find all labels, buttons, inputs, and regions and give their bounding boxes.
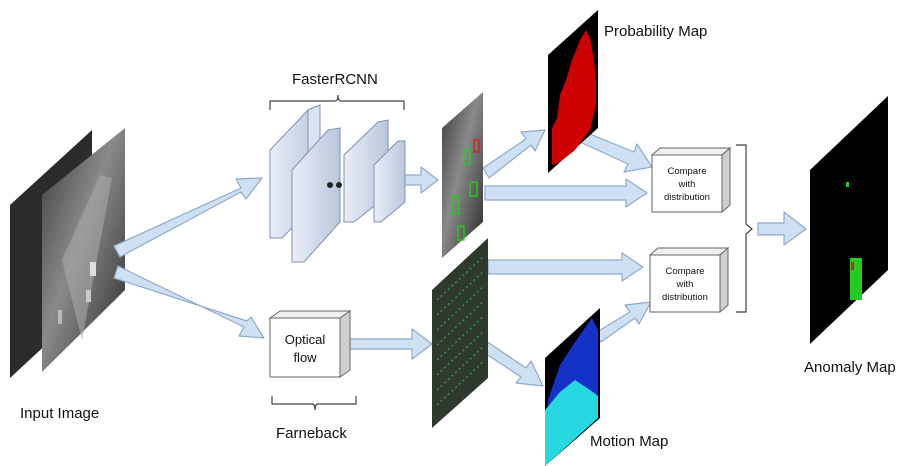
probability-red-region	[552, 30, 596, 165]
compare-box-top	[650, 146, 732, 214]
input-image-stack	[10, 128, 125, 378]
arrow-input-to-fasterrcnn	[113, 177, 263, 258]
cnn-layer-4	[373, 140, 406, 223]
input-frame-person	[90, 262, 96, 276]
compare-top-line1: Compare	[667, 166, 706, 177]
detection-frame	[442, 92, 483, 258]
anomaly-red-marker	[851, 262, 854, 270]
arrow-compare-to-anomaly	[757, 211, 807, 246]
arrow-input-to-opticalflow	[113, 265, 265, 339]
input-frame-person	[58, 310, 62, 324]
anomaly-map-label: Anomaly Map	[804, 359, 896, 376]
arrow-flowframe-to-compare-bottom	[487, 252, 644, 282]
fasterrcnn-brace	[269, 94, 405, 110]
probability-map	[548, 10, 598, 173]
arrows	[113, 129, 807, 387]
motion-map	[545, 308, 600, 466]
cnn-layer-2	[291, 127, 341, 263]
compare-box-bottom	[648, 246, 730, 314]
arrow-probability-to-compare-top	[579, 131, 653, 173]
compare-top-line3: distribution	[664, 192, 710, 203]
input-frame-path	[62, 175, 112, 340]
cnn-dot	[336, 182, 342, 188]
optical-flow-box	[268, 310, 352, 378]
cnn-dot	[327, 182, 333, 188]
arrow-opticalflow-to-flowframe	[347, 328, 433, 360]
compare-bottom-line1: Compare	[665, 266, 704, 277]
farneback-brace	[271, 396, 357, 411]
compare-bracket	[736, 144, 753, 313]
anomaly-map	[810, 96, 888, 344]
input-image-label: Input Image	[20, 405, 99, 422]
motion-map-label: Motion Map	[590, 433, 668, 450]
input-frame-person	[86, 290, 91, 302]
flow-frame	[432, 238, 488, 428]
fasterrcnn-layers	[269, 104, 406, 263]
farneback-label: Farneback	[276, 425, 347, 442]
optical-flow-label-line2: flow	[293, 350, 317, 365]
fasterrcnn-label: FasterRCNN	[292, 71, 378, 88]
motion-cyan-region	[545, 380, 598, 466]
compare-top-line2: with	[678, 179, 696, 190]
arrow-detection-to-probability	[482, 129, 546, 179]
arrow-detection-to-compare-top	[484, 178, 648, 208]
anomaly-small-marker	[846, 182, 849, 187]
arrow-motion-to-compare-bottom	[594, 301, 652, 343]
optical-flow-label-line1: Optical	[285, 332, 326, 347]
compare-bottom-line2: with	[676, 279, 694, 290]
compare-bottom-line3: distribution	[662, 292, 708, 303]
probability-map-label: Probability Map	[604, 23, 707, 40]
